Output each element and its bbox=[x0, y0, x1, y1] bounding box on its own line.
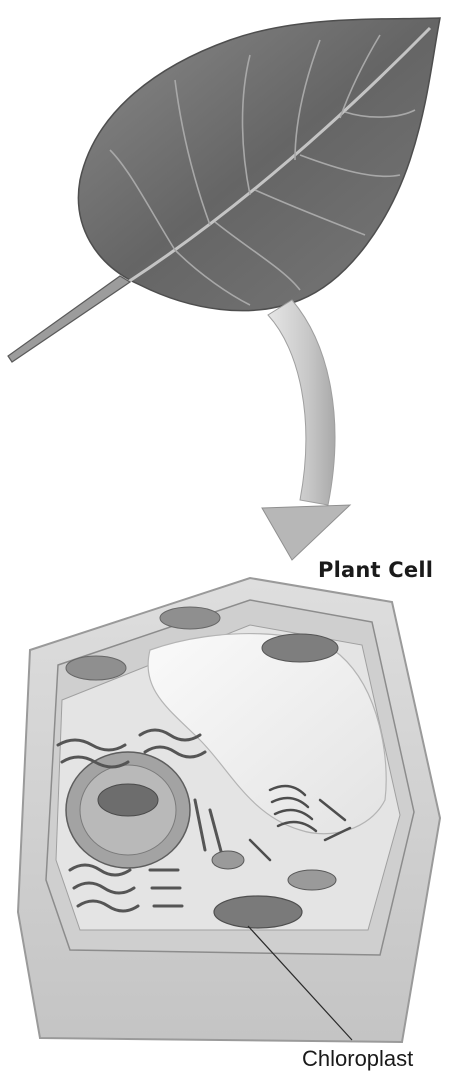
leaf-stem bbox=[8, 276, 130, 362]
leaf-blade bbox=[78, 18, 440, 311]
mitochondrion bbox=[212, 851, 244, 869]
curved-arrow bbox=[262, 300, 350, 560]
nucleolus bbox=[98, 784, 158, 816]
mitochondrion bbox=[288, 870, 336, 890]
plant-cell-illustration bbox=[18, 578, 440, 1042]
arrow-shaft bbox=[268, 300, 335, 505]
arrow-head bbox=[262, 505, 350, 560]
leaf-illustration bbox=[8, 18, 440, 362]
nucleus bbox=[66, 752, 190, 868]
chloroplast-body bbox=[262, 634, 338, 662]
chloroplast-body bbox=[160, 607, 220, 629]
chloroplast-labeled bbox=[214, 896, 302, 928]
chloroplast-label: Chloroplast bbox=[302, 1046, 413, 1072]
plant-cell-label: Plant Cell bbox=[318, 558, 433, 582]
chloroplast-body bbox=[66, 656, 126, 680]
